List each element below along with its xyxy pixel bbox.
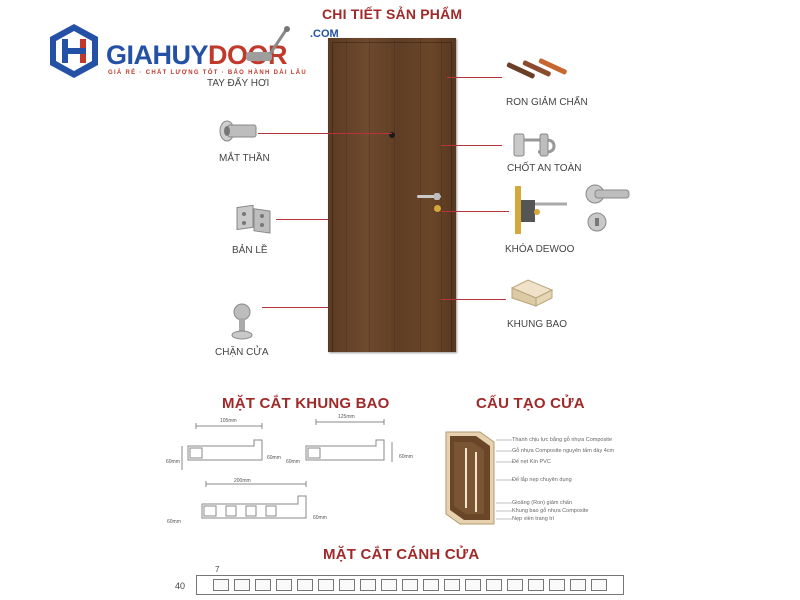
door-handle-icon	[417, 195, 441, 198]
door-viewer-icon	[219, 120, 257, 142]
structure-section-title: CẤU TẠO CỬA	[476, 395, 585, 412]
part-label-door-stopper: CHẶN CỬA	[215, 347, 269, 358]
leaf-cross-section	[196, 575, 624, 595]
door-frame-icon	[510, 279, 554, 307]
part-label-safety-latch: CHỐT AN TOÀN	[507, 163, 582, 174]
frame-cross-section-drawings	[181, 419, 393, 519]
leaf-dim-top: 7	[215, 565, 220, 574]
hinge-icon	[236, 204, 271, 234]
part-label-weatherstrip: RON GIẢM CHẤN	[506, 97, 588, 108]
frame-section-title: MẶT CẮT KHUNG BAO	[222, 395, 390, 412]
structure-note-6: Khung bao gỗ nhựa Composite	[512, 508, 589, 514]
door-stopper-icon	[231, 303, 253, 340]
frame-dim-7: 200mm	[234, 478, 251, 484]
lockset-icon	[515, 184, 630, 234]
door-structure-cutaway	[445, 431, 495, 525]
structure-note-4: Đế lắp nẹp chuyên dụng	[512, 477, 572, 483]
logo[interactable]: GIAHUYDOOR .COM GIÁ RẺ · CHẤT LƯỢNG TỐT …	[48, 22, 353, 82]
part-label-lockset: KHÓA DEWOO	[505, 244, 575, 255]
page-title: CHI TIẾT SẢN PHẨM	[322, 6, 463, 22]
logo-slogan: GIÁ RẺ · CHẤT LƯỢNG TỐT · BẢO HÀNH DÀI L…	[108, 70, 308, 76]
logo-domain: .COM	[310, 28, 339, 40]
leaf-section-title: MẶT CẮT CÁNH CỬA	[323, 546, 480, 563]
frame-dim-6: 60mm	[286, 459, 300, 465]
frame-dim-4: 125mm	[338, 414, 355, 420]
frame-dim-9: 60mm	[167, 519, 181, 525]
peephole-on-door-icon	[389, 132, 395, 138]
frame-dim-3: 60mm	[166, 459, 180, 465]
door-closer-icon	[246, 26, 290, 61]
structure-note-5: Gioăng (Ron) giảm chấn	[512, 500, 572, 506]
safety-latch-icon	[513, 133, 556, 157]
structure-note-1: Thanh chịu lực bằng gỗ nhựa Composite	[512, 437, 613, 443]
structure-note-7: Nẹp viền trang trí	[512, 516, 555, 522]
part-label-door-closer: TAY ĐẨY HƠI	[207, 78, 270, 89]
frame-dim-5: 60mm	[399, 454, 413, 460]
logo-brand-left: GIAHUY	[106, 40, 209, 70]
weatherstrip-icon	[506, 58, 567, 79]
frame-dim-8: 60mm	[313, 515, 327, 521]
frame-dim-2: 60mm	[267, 455, 281, 461]
part-label-door-viewer: MẮT THẦN	[219, 153, 270, 164]
logo-mark-icon	[50, 24, 98, 78]
structure-note-2: Gỗ nhựa Composite nguyên tấm dày 4cm	[512, 448, 615, 454]
door-image	[328, 38, 456, 352]
door-lock-icon	[434, 205, 441, 212]
part-label-hinge: BẢN LỀ	[232, 245, 268, 256]
frame-dim-1: 105mm	[220, 418, 237, 424]
structure-leader-lines	[496, 439, 512, 520]
structure-note-3: Đế nẹt Kín PVC	[512, 459, 551, 465]
part-label-door-frame: KHUNG BAO	[507, 319, 568, 330]
leaf-dim-left: 40	[175, 581, 186, 591]
